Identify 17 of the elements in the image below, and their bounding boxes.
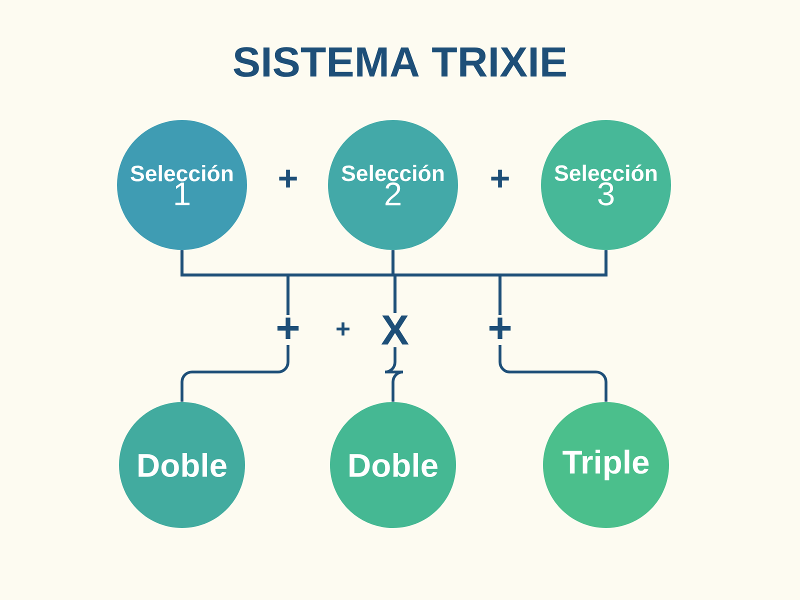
circle-node: Selección 2 xyxy=(328,120,458,250)
operator-symbol: + xyxy=(489,318,511,340)
operator-symbol: X xyxy=(381,316,409,344)
connector-line xyxy=(498,344,608,402)
plus-sign: + xyxy=(279,170,297,188)
plus-sign: + xyxy=(336,322,350,336)
circle-node: Triple xyxy=(543,402,669,528)
plus-sign: + xyxy=(491,170,509,188)
circle-node: Selección 3 xyxy=(541,120,671,250)
circle-node: Selección 1 xyxy=(117,120,247,250)
title: SISTEMA TRIXIE xyxy=(234,47,566,77)
connector-line xyxy=(498,250,608,316)
circle-node: Doble xyxy=(119,402,245,528)
connector-line xyxy=(384,347,404,402)
operator-symbol: + xyxy=(277,318,299,340)
circle-node: Doble xyxy=(330,402,456,528)
connector-line xyxy=(180,344,290,402)
